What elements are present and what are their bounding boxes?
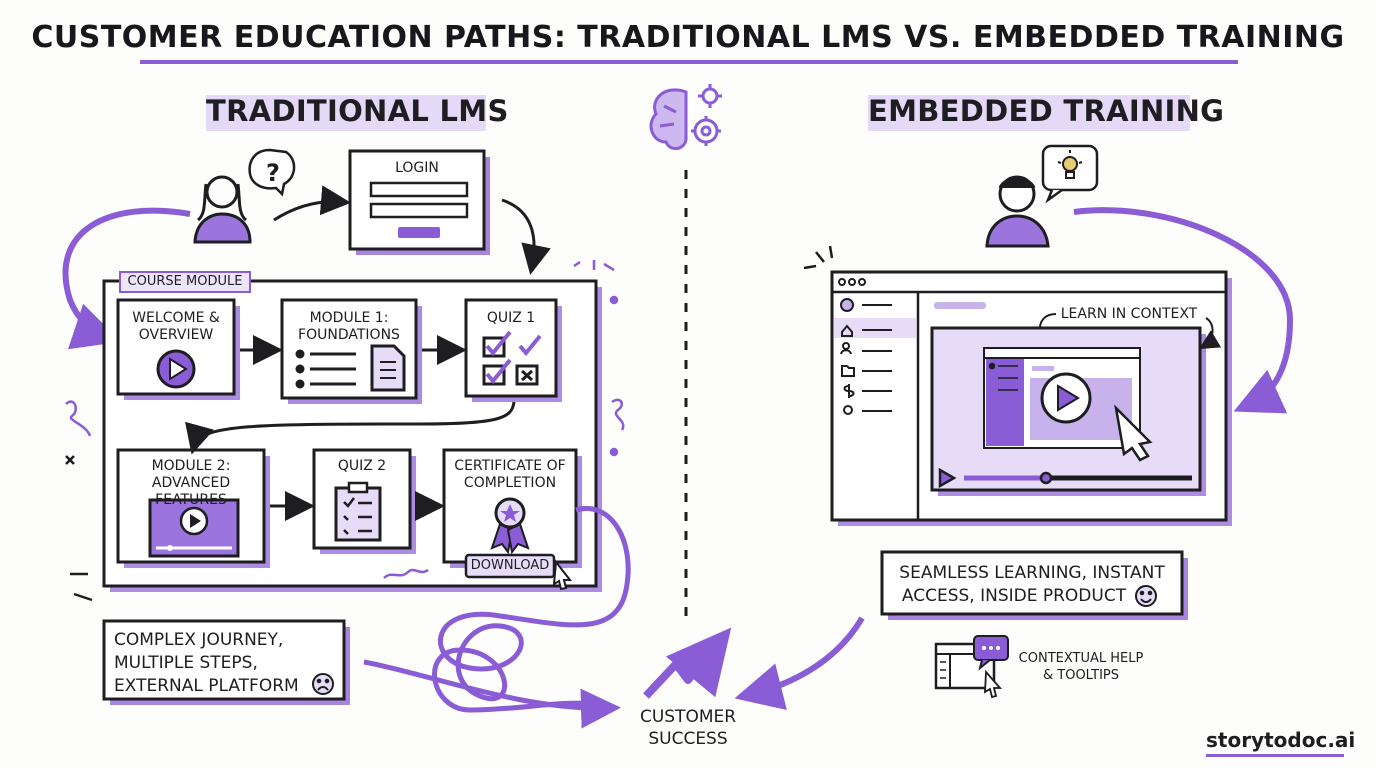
left-summary-box — [102, 619, 346, 701]
left-summary-line-1: COMPLEX JOURNEY, — [114, 630, 284, 650]
download-button-shape — [464, 553, 556, 579]
video-player-icon — [148, 498, 240, 558]
brain-gears-icon — [649, 84, 722, 150]
award-ribbon-icon — [490, 497, 530, 555]
smile-face-icon — [1135, 585, 1157, 607]
decorative-doodles — [65, 260, 625, 602]
download-button[interactable]: DOWNLOAD — [470, 558, 550, 573]
right-summary-line-2: ACCESS, INSIDE PRODUCT — [901, 586, 1127, 606]
embedded-heading-highlight — [868, 95, 1190, 131]
learn-in-context-bracket-left — [1039, 313, 1057, 329]
pointer-cursor-icon — [1114, 404, 1153, 462]
embedded-play-icon — [1040, 372, 1092, 424]
sad-face-icon — [312, 673, 334, 695]
growth-arrow-icon — [643, 627, 732, 699]
lightbulb-bubble-icon — [1041, 144, 1099, 204]
customer-success-line-1: CUSTOMER — [639, 707, 737, 727]
login-label: LOGIN — [395, 160, 439, 176]
confused-user-icon — [193, 175, 252, 244]
embedded-user-icon — [985, 175, 1050, 248]
spark-lines — [803, 245, 834, 270]
traditional-lms-heading: TRADITIONAL LMS — [206, 94, 509, 128]
module-1-label: MODULE 1: FOUNDATIONS — [298, 310, 400, 343]
welcome-overview-label: WELCOME & OVERVIEW — [132, 310, 220, 343]
arrow-user-to-course — [62, 207, 191, 350]
embedded-training-heading: EMBEDDED TRAINING — [868, 94, 1225, 128]
question-bubble-icon: ? — [248, 148, 296, 197]
list-document-icon — [295, 344, 406, 392]
certificate-label: CERTIFICATE OF COMPLETION — [454, 458, 566, 491]
login-window — [348, 149, 490, 255]
right-summary-box — [880, 550, 1184, 616]
svg-text:?: ? — [266, 159, 280, 187]
step-arrows — [185, 335, 516, 521]
arrow-user-to-product — [1073, 207, 1294, 414]
sidebar-active-item — [834, 318, 916, 338]
clipboard-icon — [334, 481, 382, 542]
customer-success-line-2: SUCCESS — [648, 729, 728, 749]
left-summary-line-3: EXTERNAL PLATFORM — [114, 676, 299, 696]
module-2-label: MODULE 2: ADVANCED FEATURES — [151, 458, 231, 508]
cursor-icon — [552, 559, 573, 591]
page-title: CUSTOMER EDUCATION PATHS: TRADITIONAL LM… — [31, 20, 1345, 55]
arrow-login-to-course — [501, 198, 551, 275]
traditional-heading-highlight — [206, 95, 486, 131]
arrow-user-to-login — [273, 185, 351, 222]
content-header-bar — [934, 302, 986, 309]
left-summary-line-2: MULTIPLE STEPS, — [114, 653, 258, 673]
sidebar-items — [840, 298, 892, 415]
brand-underline — [1206, 754, 1344, 757]
summary-to-success-arrow — [363, 659, 621, 729]
tangled-path — [432, 506, 631, 713]
quiz-1-label: QUIZ 1 — [486, 310, 536, 326]
quiz-2-label: QUIZ 2 — [337, 458, 387, 474]
brand-logo: storytodoc.ai — [1206, 728, 1356, 752]
learn-in-context-label: LEARN IN CONTEXT — [1060, 306, 1198, 322]
right-summary-line-1: SEAMLESS LEARNING, INSTANT — [899, 563, 1165, 583]
video-controls — [938, 467, 1192, 489]
contextual-help-line-2: & TOOLTIPS — [1043, 668, 1119, 683]
contextual-help-line-1: CONTEXTUAL HELP — [1018, 651, 1144, 666]
course-module-tag — [119, 271, 251, 293]
course-module-label: COURSE MODULE — [127, 274, 243, 289]
play-icon — [156, 349, 196, 389]
quiz-checkbox-icons — [482, 330, 542, 386]
learn-in-context-bracket-right — [1198, 317, 1222, 350]
window-dots — [838, 278, 866, 286]
embedded-to-success-arrow — [734, 616, 865, 710]
contextual-help-icon — [934, 635, 1009, 699]
